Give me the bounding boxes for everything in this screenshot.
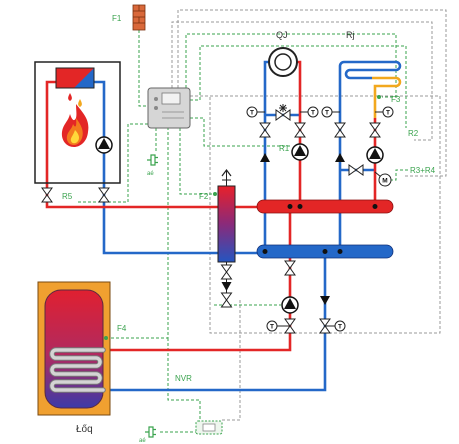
ball-valve-icon (41, 187, 53, 203)
rj-coil-return (338, 60, 402, 246)
sensor-symbol: T (338, 323, 342, 330)
check-valve-icon (335, 153, 345, 162)
label-tank: Łőq (76, 424, 93, 435)
ball-valve-icon (369, 122, 381, 138)
outdoor-sensor-icon (132, 4, 146, 31)
f2-sensor-dot (213, 192, 217, 196)
label-qj: QJ (276, 30, 288, 40)
qj-return-pipe (263, 60, 269, 246)
label-nvr: NVR (175, 374, 192, 383)
nvr-device-icon (195, 420, 223, 435)
label-plug-upper: aé (147, 171, 154, 177)
junction-dot (322, 249, 328, 254)
control-cable (177, 9, 447, 177)
plug-icon (147, 154, 158, 166)
ball-valve-icon (294, 122, 306, 138)
f3-signal-line (185, 33, 397, 98)
sensor-symbol: T (270, 323, 274, 330)
r5-signal-line (78, 123, 148, 203)
r2-signal-line (190, 45, 407, 128)
r1-signal-line (190, 117, 292, 147)
junction-dot (372, 204, 378, 209)
f4-sensor-dot (104, 336, 108, 340)
tank-pump-icon (281, 296, 299, 314)
label-plug-lower: aé (139, 438, 146, 444)
sensor-symbol: T (250, 109, 254, 116)
sensor-symbol: T (325, 109, 329, 116)
nvr-signal-line (167, 338, 201, 420)
temperature-sensor-icon: T (375, 106, 394, 118)
hot-water-tank-icon (37, 281, 111, 416)
temperature-sensor-icon: T (266, 320, 290, 332)
drain-valve-icon (221, 292, 232, 308)
rj-coil-warm (372, 76, 402, 118)
temperature-sensor-icon: T (321, 106, 340, 118)
label-f3: F3 (391, 95, 401, 104)
control-wiring (171, 9, 447, 421)
f3-sensor-dot (377, 95, 381, 99)
junction-dot (297, 204, 303, 209)
check-valve-icon (320, 296, 330, 305)
f4-signal-line (106, 128, 169, 339)
boiler-pump-icon (95, 136, 113, 154)
tank-supply-pipe (103, 213, 292, 352)
signal-wiring (78, 30, 408, 433)
temperature-sensor-icon: T (300, 106, 319, 118)
temperature-sensor-icon: T (246, 106, 265, 118)
heat-exchanger-icon (55, 67, 95, 89)
label-f4: F4 (117, 324, 127, 333)
r1-pump-icon (291, 143, 309, 161)
control-cable (222, 300, 241, 421)
r2-pump-icon (366, 146, 384, 164)
controller-icon (147, 87, 191, 129)
r3-r4-signal-line (391, 169, 408, 181)
label-r2: R2 (408, 129, 419, 138)
f1-signal-line (138, 30, 148, 107)
motor-actuator-icon: M (374, 171, 392, 187)
plug-icon (145, 426, 156, 438)
check-valve-icon (260, 153, 270, 162)
sensor-symbol: T (311, 109, 315, 116)
check-valve-icon (221, 282, 232, 291)
boiler-return-pipe (94, 80, 218, 255)
label-r3-r4: R3+R4 (410, 166, 436, 175)
junction-dot (262, 249, 268, 254)
junction-dot (287, 204, 293, 209)
junction-dot (337, 249, 343, 254)
header-junctions (262, 204, 378, 254)
control-cable (171, 21, 433, 141)
flame-icon (61, 93, 89, 147)
f2-signal-line (179, 128, 214, 195)
boiler-icon (34, 61, 121, 184)
drain-valve-icon (221, 264, 232, 280)
ball-valve-icon (284, 260, 296, 276)
fan-coil-icon (268, 47, 298, 77)
label-r5: R5 (62, 192, 73, 201)
thermostatic-valve-icon (275, 104, 291, 121)
mixing-valve-icon (348, 164, 364, 176)
label-f1: F1 (112, 14, 122, 23)
ball-valve-icon (98, 187, 110, 203)
motor-symbol: M (382, 178, 387, 185)
sensor-symbol: T (386, 109, 390, 116)
label-r1: R1 (279, 144, 290, 153)
ball-valve-icon (334, 122, 346, 138)
label-f2: F2 (199, 192, 209, 201)
label-rj: Rj (346, 30, 355, 40)
tank-coil (50, 348, 105, 392)
temperature-sensor-icon: T (325, 320, 346, 332)
boiler-supply-pipe (45, 80, 218, 209)
supply-header (256, 199, 394, 214)
ball-valve-icon (259, 122, 271, 138)
